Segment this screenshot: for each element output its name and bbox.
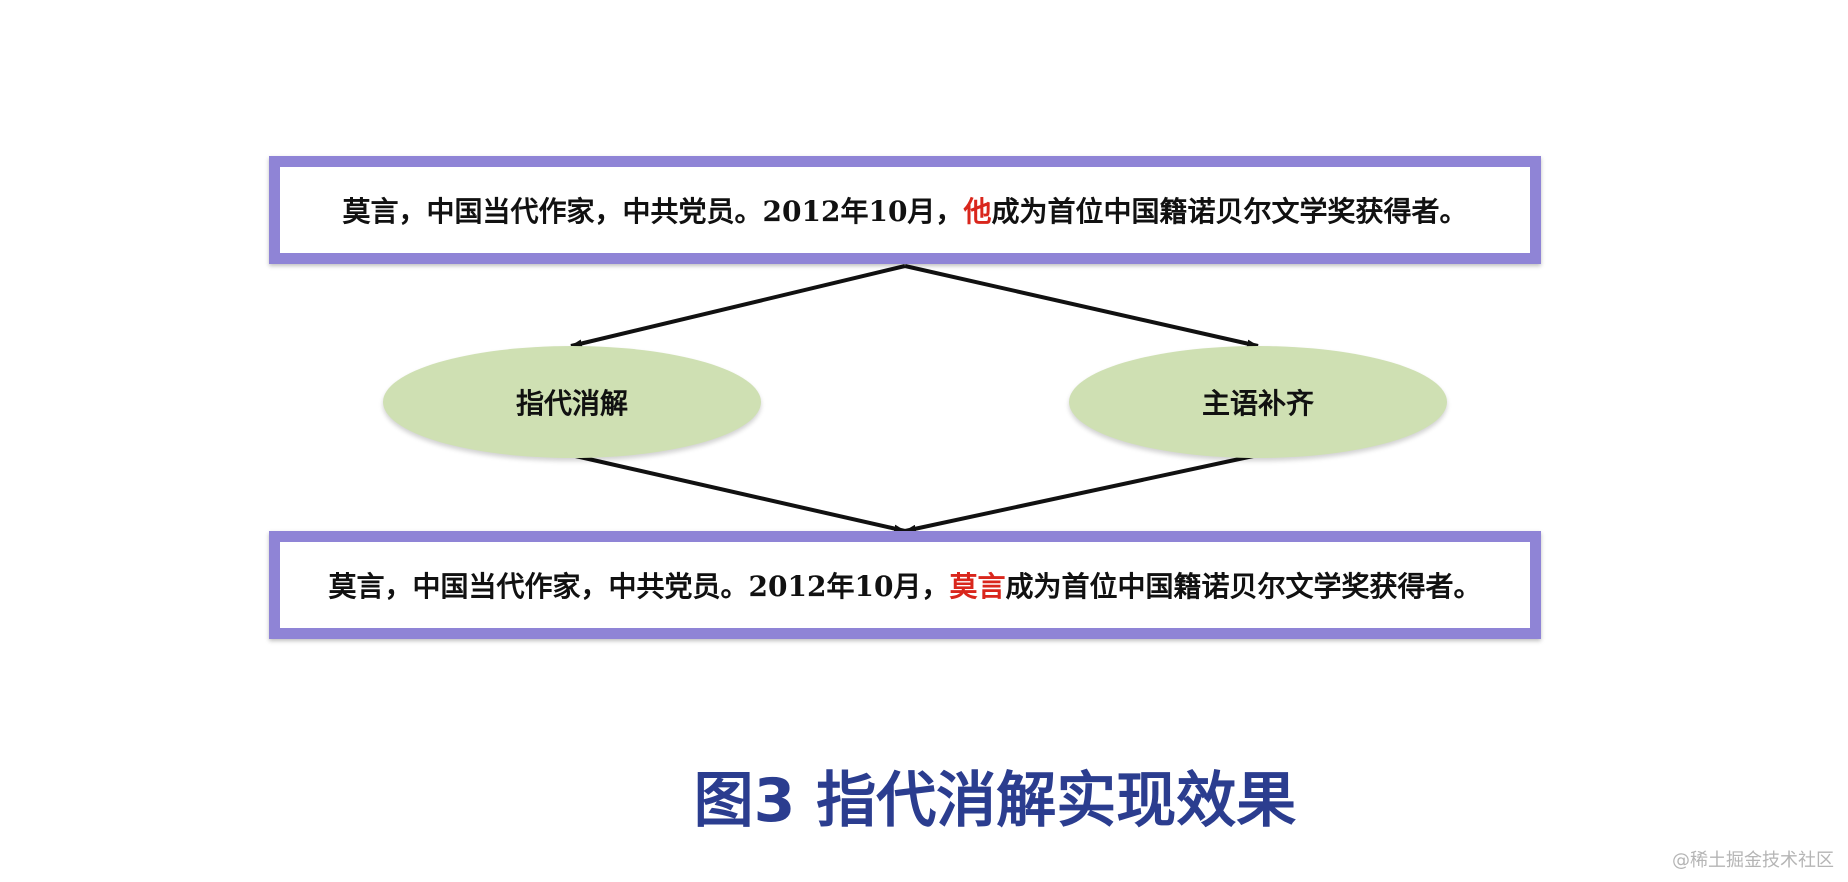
original-sentence-text: 莫言，中国当代作家，中共党员。2012年10月， <box>342 195 964 228</box>
entity-highlight: 莫言 <box>949 570 1006 603</box>
pronoun-highlight: 他 <box>963 195 992 228</box>
figure-caption: 图3 指代消解实现效果 <box>693 766 1297 836</box>
subject-completion-node: 主语补齐 <box>1069 346 1447 458</box>
arrow-top-to-right <box>904 264 1259 348</box>
resolved-sentence-box: 莫言，中国当代作家，中共党员。2012年10月，莫言成为首位中国籍诺贝尔文学奖获… <box>269 531 1541 639</box>
original-sentence-box: 莫言，中国当代作家，中共党员。2012年10月，他成为首位中国籍诺贝尔文学奖获得… <box>269 156 1541 264</box>
arrow-right-to-bottom <box>904 453 1259 533</box>
original-sentence-rest: 成为首位中国籍诺贝尔文学奖获得者。 <box>991 195 1468 228</box>
coreference-resolution-node: 指代消解 <box>383 346 761 458</box>
resolved-sentence-text: 莫言，中国当代作家，中共党员。2012年10月， <box>328 570 950 603</box>
watermark: @稀土掘金技术社区 <box>1672 850 1834 871</box>
coreference-resolution-label: 指代消解 <box>515 387 628 420</box>
arrow-left-to-bottom <box>570 453 906 533</box>
subject-completion-label: 主语补齐 <box>1201 387 1314 420</box>
resolved-sentence-rest: 成为首位中国籍诺贝尔文学奖获得者。 <box>1005 570 1482 603</box>
arrow-top-to-left <box>570 264 906 348</box>
